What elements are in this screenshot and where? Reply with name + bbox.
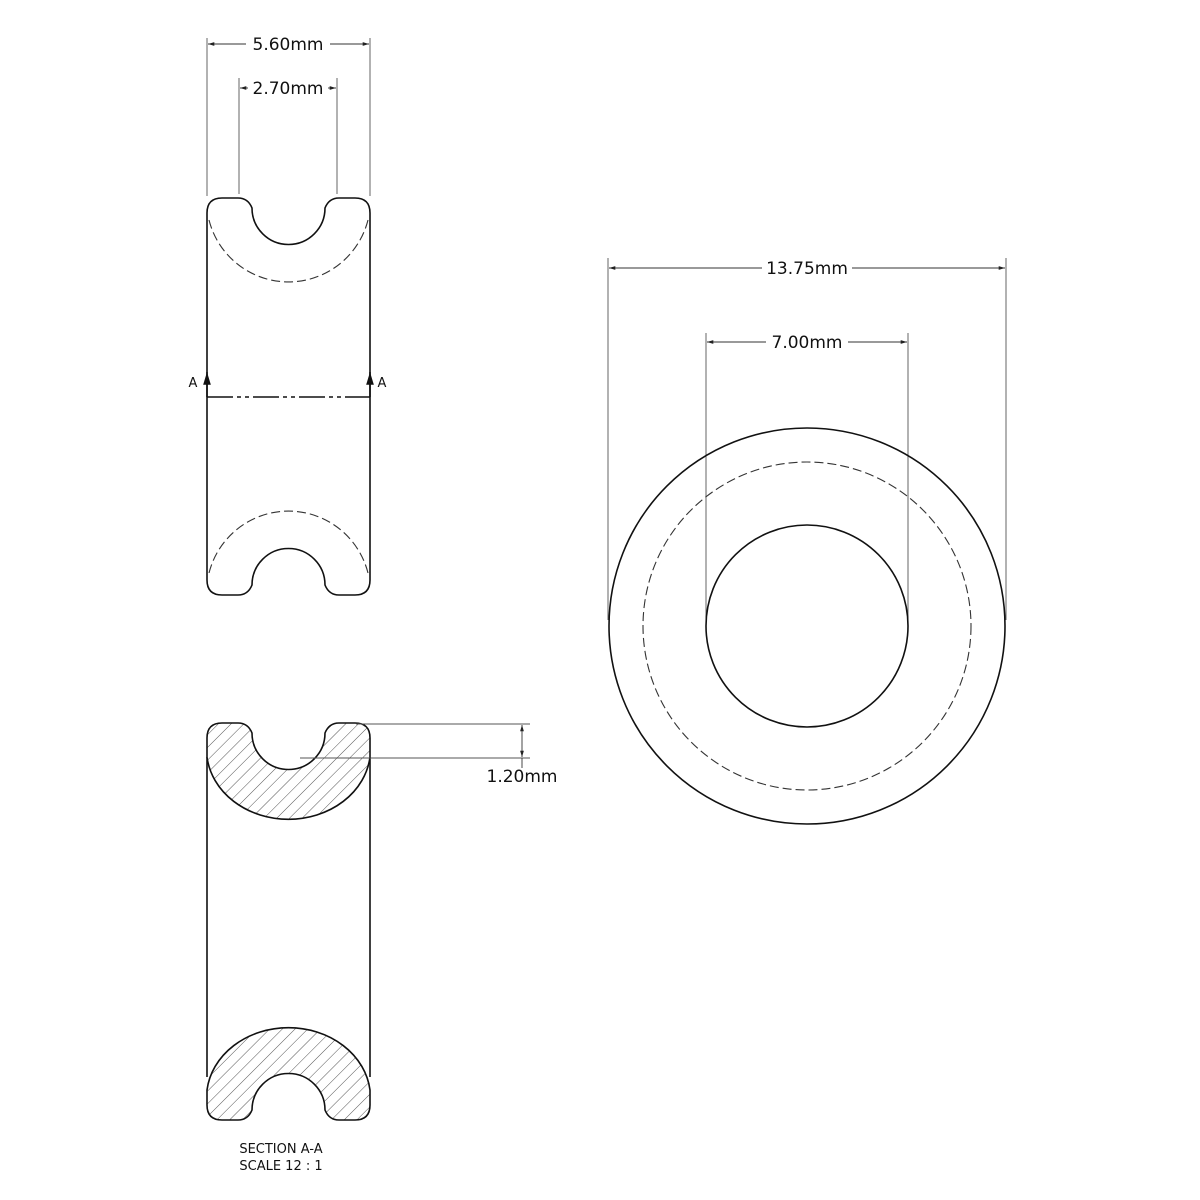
- groove-width-dimension-text: 2.70mm: [253, 79, 324, 99]
- bore-circle: [705, 524, 909, 728]
- front-view: 13.75mm 7.00mm: [607, 258, 1007, 825]
- width-dimension: 5.60mm: [208, 35, 369, 55]
- section-hatch-upper: [206, 722, 371, 821]
- groove-hidden-circle: [642, 461, 972, 791]
- hidden-line: [208, 510, 369, 574]
- section-scale: SCALE 12 : 1: [239, 1159, 322, 1174]
- section-title: SECTION A-A: [239, 1142, 322, 1157]
- outer-diameter-dimension: 13.75mm: [609, 259, 1005, 279]
- groove-depth-text: 1.20mm: [487, 767, 558, 787]
- cut-label-left: A: [189, 376, 198, 391]
- groove-width-dimension: 2.70mm: [240, 79, 336, 99]
- side-view: 5.60mm 2.70mm A A: [189, 35, 387, 596]
- inner-diameter-text: 7.00mm: [772, 333, 843, 353]
- width-dimension-text: 5.60mm: [253, 35, 324, 55]
- side-view-outline: [206, 197, 371, 596]
- outer-circle: [608, 427, 1006, 825]
- cut-label-right: A: [378, 376, 387, 391]
- section-cut-line: A A: [189, 372, 387, 398]
- groove-depth-dimension: 1.20mm: [300, 723, 558, 787]
- hidden-line: [208, 219, 369, 283]
- section-view: 1.20mm SECTION A-A SCALE 12 : 1: [206, 722, 558, 1174]
- section-hatch-lower: [206, 1026, 371, 1121]
- outer-diameter-text: 13.75mm: [766, 259, 848, 279]
- inner-diameter-dimension: 7.00mm: [707, 333, 907, 353]
